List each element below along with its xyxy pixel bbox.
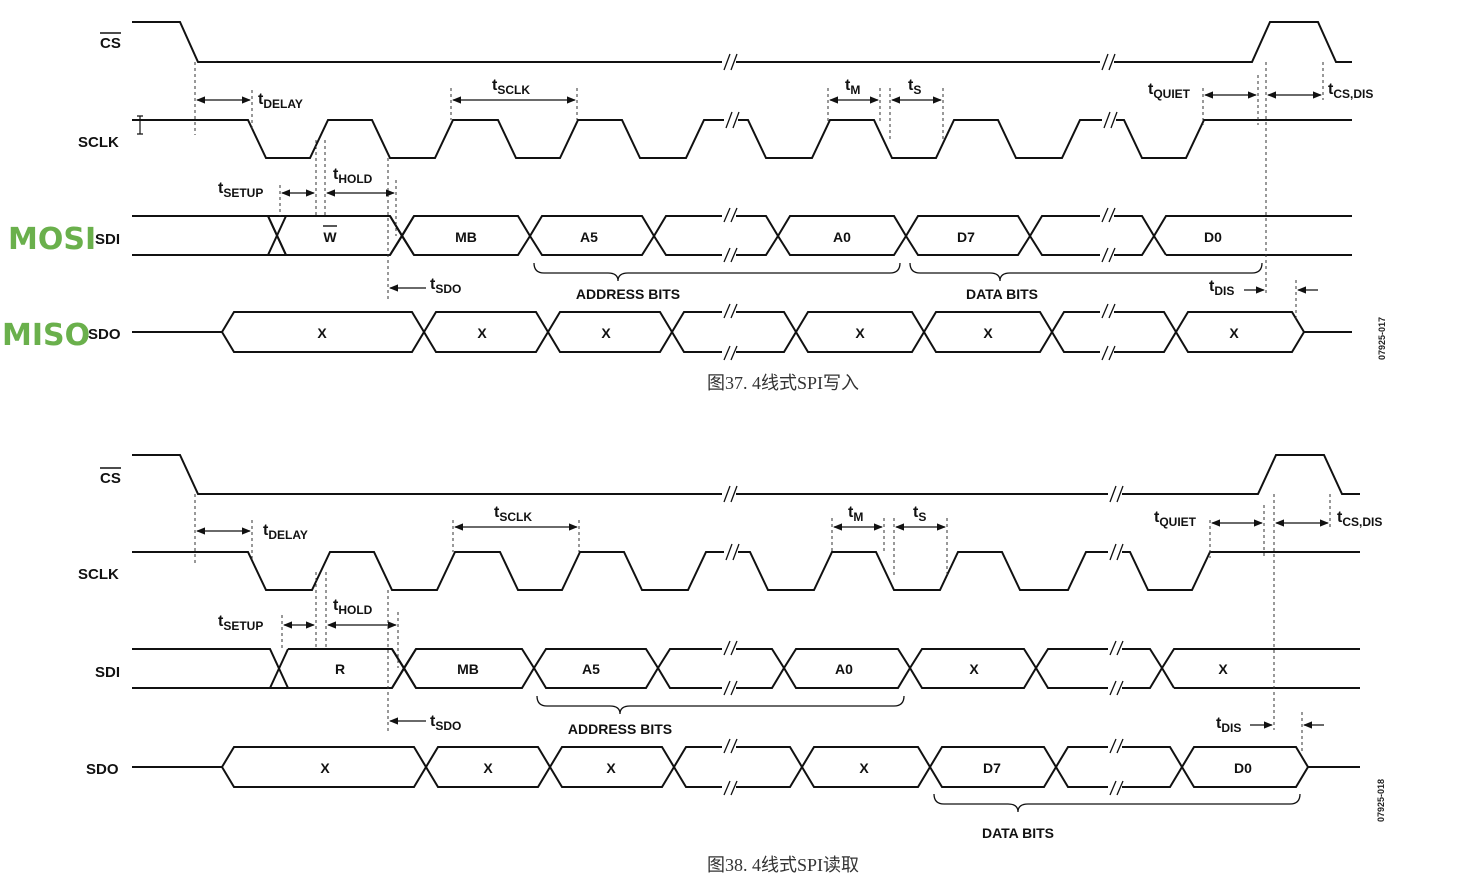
t-hold-label: tHOLD [333,166,373,186]
t-delay-label: tDELAY [263,522,308,542]
sdi-cell: X [1218,661,1228,677]
t-sdo-label: tSDO [430,276,461,296]
sdo-cell: X [606,760,616,776]
data-bits-label: DATA BITS [982,825,1054,841]
t-hold-label: tHOLD [333,597,373,617]
cursor-icon [137,115,143,135]
sdo-cell: D0 [1234,760,1252,776]
sdo-label: SDO [86,761,119,778]
sdi-bus: W MB A5 A0 D7 D0 [132,207,1352,263]
address-bits-label: ADDRESS BITS [568,721,672,737]
figure-code: 07925-017 [1377,317,1387,360]
figure-caption: 图37. 4线式SPI写入 [707,373,859,393]
sdi-label: SDI [95,231,120,248]
timing-guides [194,62,1324,320]
sdo-bus: X X X X D7 D0 [132,738,1360,796]
t-quiet-label: tQUIET [1148,81,1191,101]
mosi-annotation: MOSI [8,222,96,257]
sdo-cell: X [477,325,487,341]
sdi-cell: D7 [957,229,975,245]
sdi-cell: W [323,229,337,245]
data-bits-label: DATA BITS [966,286,1038,302]
diagram-write: CS SCLK SDI SDO MOSI MISO [2,21,1387,393]
sdi-cell: MB [457,661,479,677]
sdi-cell: A5 [582,661,600,677]
sdi-cell: D0 [1204,229,1222,245]
t-dis-label: tDIS [1209,278,1234,298]
sdo-cell: X [320,760,330,776]
sdo-cell: D7 [983,760,1001,776]
address-bits-brace [536,695,905,715]
data-bits-brace [909,262,1263,282]
data-bits-brace [933,793,1301,813]
sdo-bus: X X X X X X [132,303,1352,361]
sdi-cell: X [969,661,979,677]
t-sdo-label: tSDO [430,713,461,733]
timing-arrows [196,519,1329,729]
sclk-label: SCLK [78,566,119,583]
address-bits-label: ADDRESS BITS [576,286,680,302]
break-mark [724,111,1118,129]
t-m-label: tM [848,504,863,524]
figure-caption: 图38. 4线式SPI读取 [707,855,859,875]
t-s-label: tS [913,504,926,524]
sclk-waveform [132,119,1352,159]
t-cs-dis-label: tCS,DIS [1337,509,1382,529]
sdi-cell: A0 [835,661,853,677]
sdo-cell: X [601,325,611,341]
sdo-cell: X [1229,325,1239,341]
cs-waveform [132,454,1360,495]
sdi-label: SDI [95,664,120,681]
t-setup-label: tSETUP [218,613,263,633]
cs-waveform [132,21,1352,63]
t-quiet-label: tQUIET [1154,509,1197,529]
sdo-label: SDO [88,326,121,343]
t-setup-label: tSETUP [218,180,263,200]
t-sclk-label: tSCLK [494,504,532,524]
t-m-label: tM [845,77,860,97]
timing-arrows [196,91,1322,294]
cs-label: CS [100,470,121,487]
address-bits-brace [533,262,901,282]
sdo-cell: X [983,325,993,341]
t-delay-label: tDELAY [258,91,303,111]
sclk-label: SCLK [78,134,119,151]
sdo-cell: X [859,760,869,776]
t-sclk-label: tSCLK [492,77,530,97]
t-dis-label: tDIS [1216,715,1241,735]
sdi-cell: A0 [833,229,851,245]
break-mark [722,53,1116,71]
miso-annotation: MISO [2,318,90,353]
sdo-cell: X [855,325,865,341]
sdi-cell: A5 [580,229,598,245]
sdi-cell: R [335,661,345,677]
t-cs-dis-label: tCS,DIS [1328,81,1373,101]
break-mark [722,485,1124,503]
sdi-cell: MB [455,229,477,245]
t-s-label: tS [908,77,921,97]
sdo-cell: X [483,760,493,776]
sdo-cell: X [317,325,327,341]
sdi-bus: R MB A5 A0 X X [132,640,1360,696]
diagram-read: CS SCLK SDI SDO [78,454,1386,875]
figure-code: 07925-018 [1376,779,1386,822]
cs-label: CS [100,35,121,52]
timing-guides [194,494,1331,752]
break-mark [724,543,1124,561]
